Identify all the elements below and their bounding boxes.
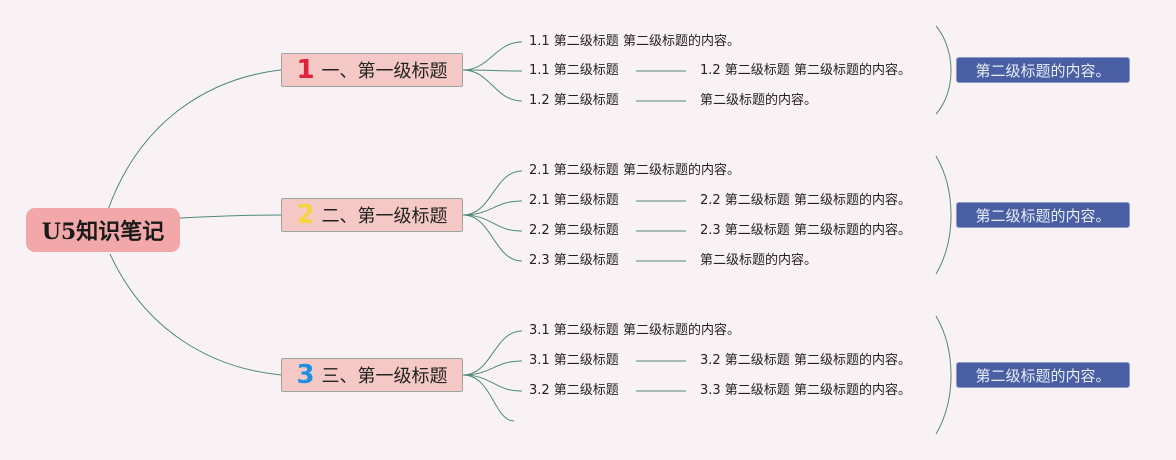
branch-1-fan-3 (462, 69, 523, 102)
branch-3-label: 三、第一级标题 (321, 366, 448, 387)
branch-2-item-4-detail[interactable]: 第二级标题的内容。 (700, 253, 818, 268)
branch-2-item-3[interactable]: 2.2 第二级标题 (529, 223, 619, 238)
branch-node-2[interactable]: 2 二、第一级标题 (281, 198, 463, 232)
branch-1-item-2-detail[interactable]: 1.2 第二级标题 第二级标题的内容。 (700, 63, 911, 78)
branch-1-fan-1 (462, 41, 523, 71)
root-to-branch-3-line (109, 253, 282, 376)
branch-2-summary-text: 第二级标题的内容。 (975, 206, 1111, 225)
branch-3-fan-4 (462, 374, 515, 422)
number-2-icon: 2 (296, 200, 315, 230)
branch-node-3[interactable]: 3 三、第一级标题 (281, 358, 463, 392)
branch-3-item-3-detail[interactable]: 3.3 第二级标题 第二级标题的内容。 (700, 383, 911, 398)
branch-1-summary-bracket (935, 25, 952, 115)
root-node[interactable]: U5知识笔记 (26, 208, 180, 252)
branch-3-fan-3 (462, 374, 523, 392)
branch-2-summary-bracket (935, 155, 952, 275)
number-1-icon: 1 (296, 55, 315, 85)
branch-2-fan-4 (462, 214, 523, 262)
branch-2-item-2-detail[interactable]: 2.2 第二级标题 第二级标题的内容。 (700, 193, 911, 208)
branch-2-label: 二、第一级标题 (321, 206, 448, 227)
number-3-icon: 3 (296, 360, 315, 390)
branch-3-item-2-detail[interactable]: 3.2 第二级标题 第二级标题的内容。 (700, 353, 911, 368)
branch-2-item-3-detail[interactable]: 2.3 第二级标题 第二级标题的内容。 (700, 223, 911, 238)
branch-1-summary[interactable]: 第二级标题的内容。 (956, 57, 1130, 83)
branch-1-item-3-detail[interactable]: 第二级标题的内容。 (700, 93, 818, 108)
branch-3-summary-text: 第二级标题的内容。 (975, 366, 1111, 385)
branch-3-summary-bracket (935, 315, 952, 435)
branch-3-fan-2 (462, 360, 523, 376)
branch-1-item-2[interactable]: 1.1 第二级标题 (529, 63, 619, 78)
branch-3-summary[interactable]: 第二级标题的内容。 (956, 362, 1130, 388)
branch-2-fan-2 (462, 200, 523, 216)
branch-1-item-1[interactable]: 1.1 第二级标题 第二级标题的内容。 (529, 34, 740, 49)
branch-3-fan-1 (462, 330, 523, 376)
branch-1-summary-text: 第二级标题的内容。 (975, 61, 1111, 80)
branch-2-item-2[interactable]: 2.1 第二级标题 (529, 193, 619, 208)
root-label: U5知识笔记 (41, 219, 165, 245)
branch-1-fan-2 (462, 69, 523, 72)
root-to-branch-2-line (179, 214, 282, 219)
branch-2-fan-1 (462, 170, 523, 216)
branch-1-item-3[interactable]: 1.2 第二级标题 (529, 93, 619, 108)
branch-3-item-3[interactable]: 3.2 第二级标题 (529, 383, 619, 398)
branch-2-item-4[interactable]: 2.3 第二级标题 (529, 253, 619, 268)
root-to-branch-1-line (107, 69, 282, 211)
branch-2-summary[interactable]: 第二级标题的内容。 (956, 202, 1130, 228)
branch-node-1[interactable]: 1 一、第一级标题 (281, 53, 463, 87)
branch-1-label: 一、第一级标题 (321, 61, 448, 82)
branch-2-item-1[interactable]: 2.1 第二级标题 第二级标题的内容。 (529, 163, 740, 178)
branch-3-item-2[interactable]: 3.1 第二级标题 (529, 353, 619, 368)
branch-3-item-1[interactable]: 3.1 第二级标题 第二级标题的内容。 (529, 323, 740, 338)
branch-2-fan-3 (462, 214, 523, 232)
